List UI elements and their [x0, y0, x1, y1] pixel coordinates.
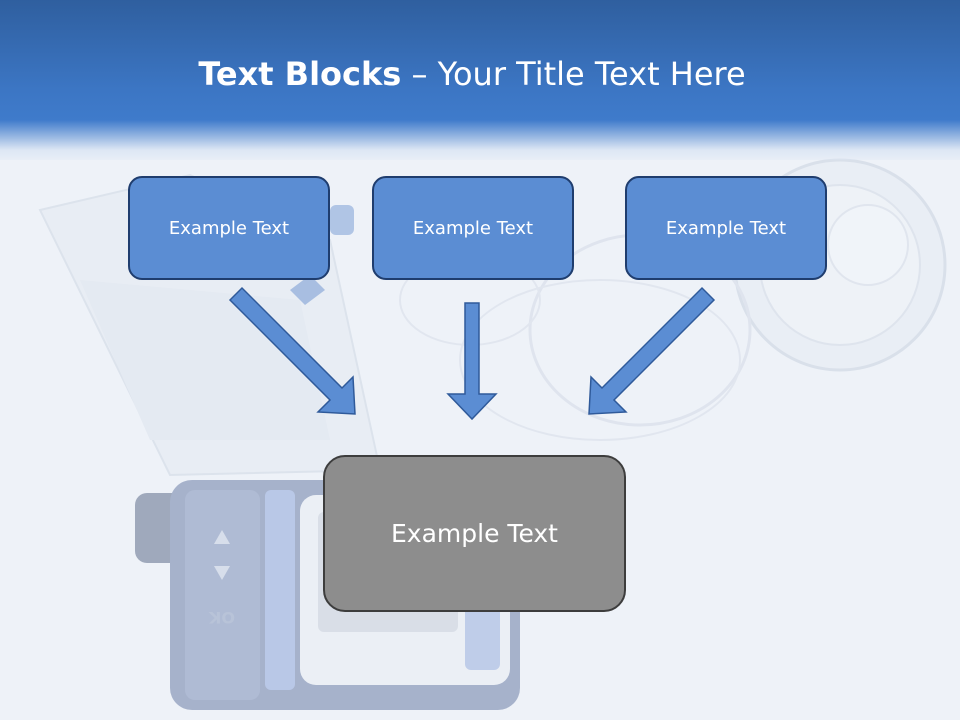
arrow-left-diagonal — [228, 286, 356, 415]
slide-title: Text Blocks – Your Title Text Here — [0, 54, 944, 94]
center-result-label: Example Text — [391, 519, 558, 548]
text-block-right[interactable]: Example Text — [625, 176, 827, 280]
text-block-center[interactable]: Example Text — [372, 176, 574, 280]
arrow-right-diagonal — [588, 286, 716, 415]
arrow-center-down — [446, 302, 498, 421]
text-block-center-label: Example Text — [412, 217, 534, 239]
text-block-left[interactable]: Example Text — [128, 176, 330, 280]
text-block-left-label: Example Text — [168, 217, 290, 239]
title-rest: – Your Title Text Here — [401, 55, 746, 93]
device-ok-label: OK — [208, 608, 235, 627]
text-block-right-label: Example Text — [665, 217, 787, 239]
center-result-block[interactable]: Example Text — [323, 455, 626, 612]
title-bold: Text Blocks — [198, 55, 402, 93]
title-bar — [0, 0, 960, 160]
